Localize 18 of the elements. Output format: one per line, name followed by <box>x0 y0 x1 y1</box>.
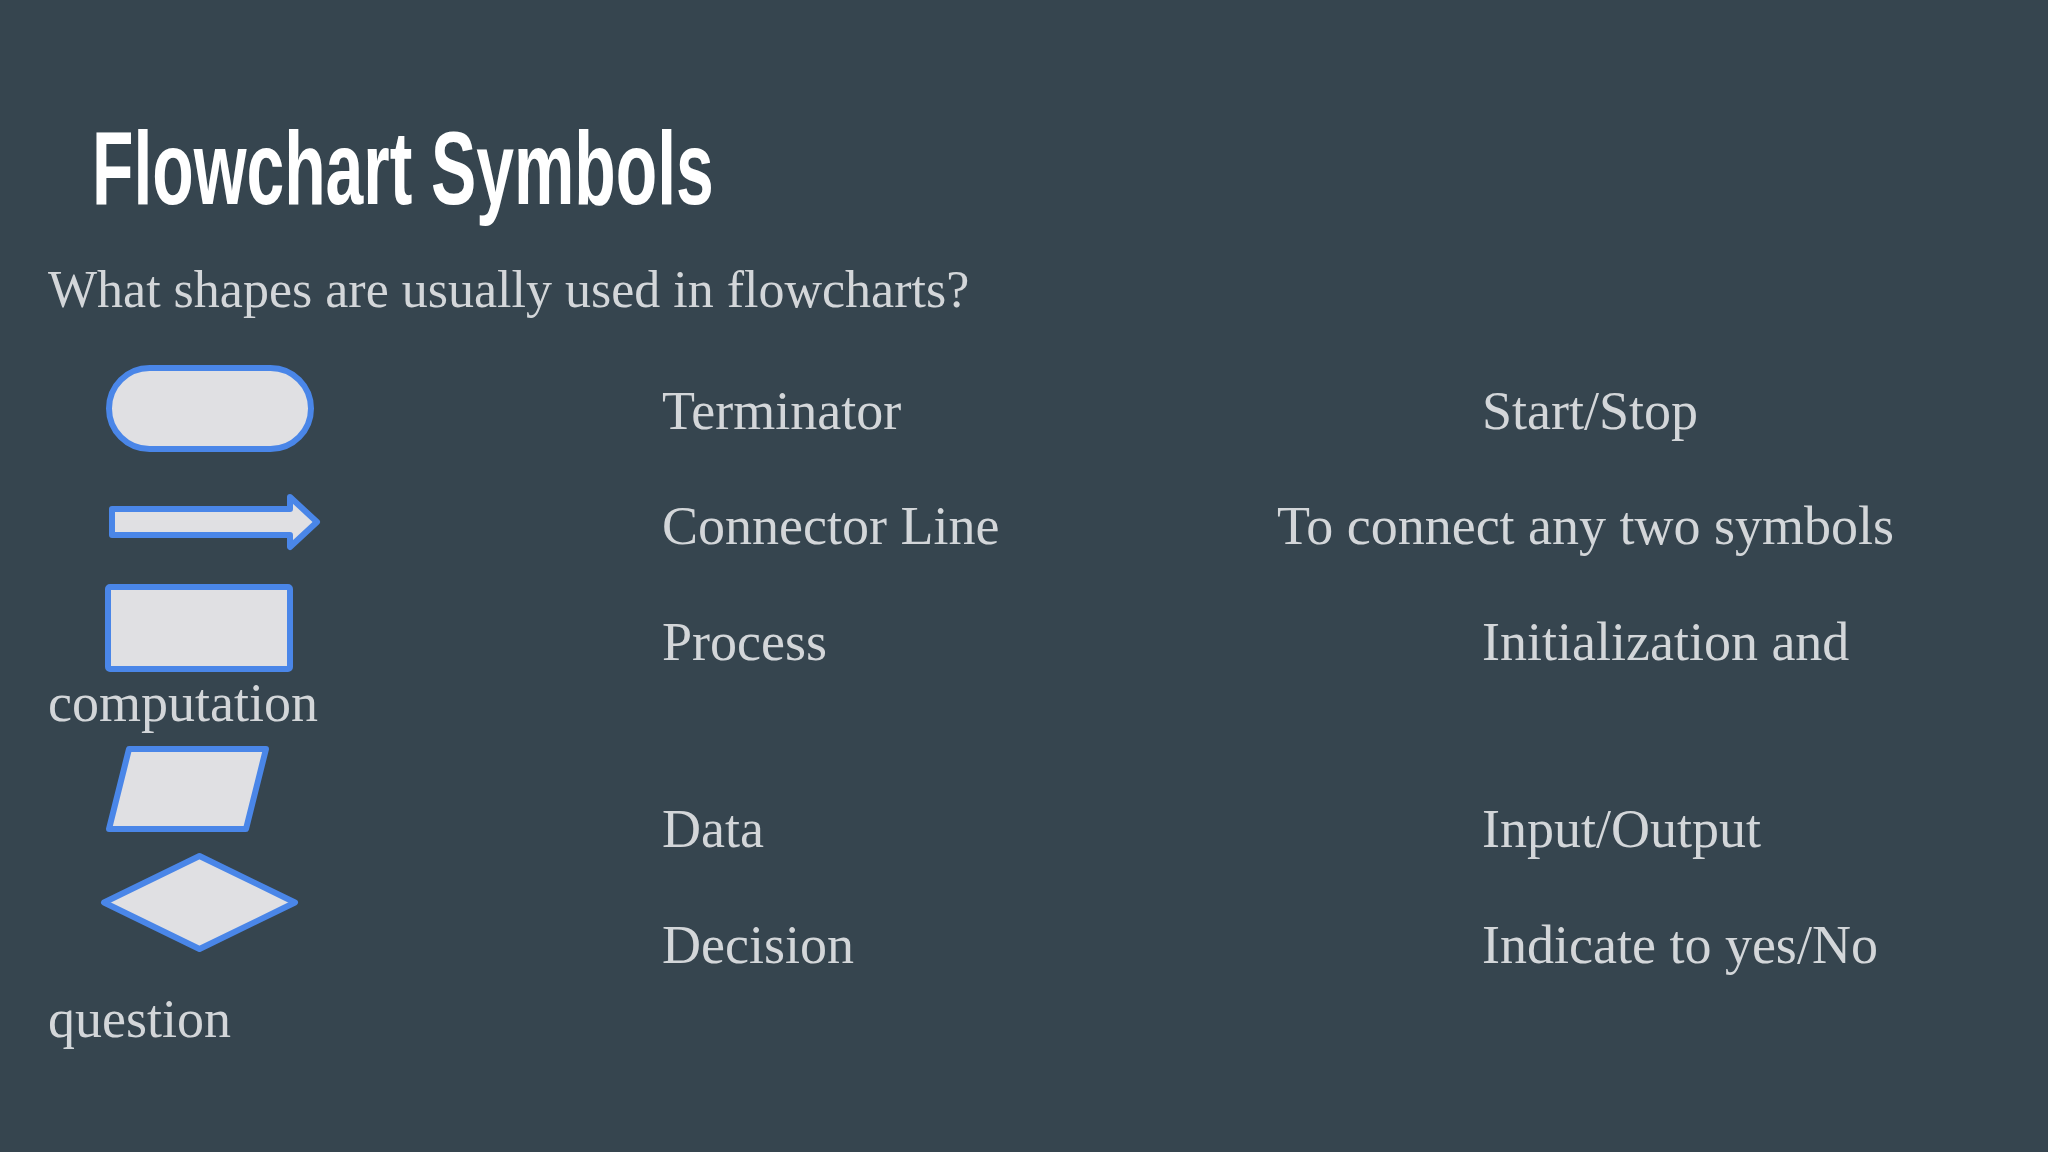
symbol-description: Start/Stop <box>1482 380 1699 444</box>
description-text: question <box>48 988 231 1052</box>
description-text: computation <box>48 672 318 736</box>
symbol-description: To connect any two symbols <box>1277 495 1895 559</box>
symbol-name: Decision <box>662 914 854 978</box>
symbol-name: Terminator <box>662 380 902 444</box>
symbol-name: Process <box>662 611 827 675</box>
rectangle-shape <box>105 584 293 672</box>
symbol-description: Input/Output <box>1482 798 1761 862</box>
symbol-name: Data <box>662 798 764 862</box>
block-arrow-shape <box>109 494 320 550</box>
subtitle: What shapes are usually used in flowcharts? <box>48 260 970 321</box>
symbol-description: Initialization and <box>1482 611 1850 675</box>
symbol-name: Connector Line <box>662 495 1000 559</box>
parallelogram-shape <box>106 746 269 832</box>
diamond-shape <box>100 852 299 953</box>
slide-title: Flowchart Symbols <box>92 108 714 228</box>
symbol-description: Indicate to yes/No <box>1482 914 1878 978</box>
